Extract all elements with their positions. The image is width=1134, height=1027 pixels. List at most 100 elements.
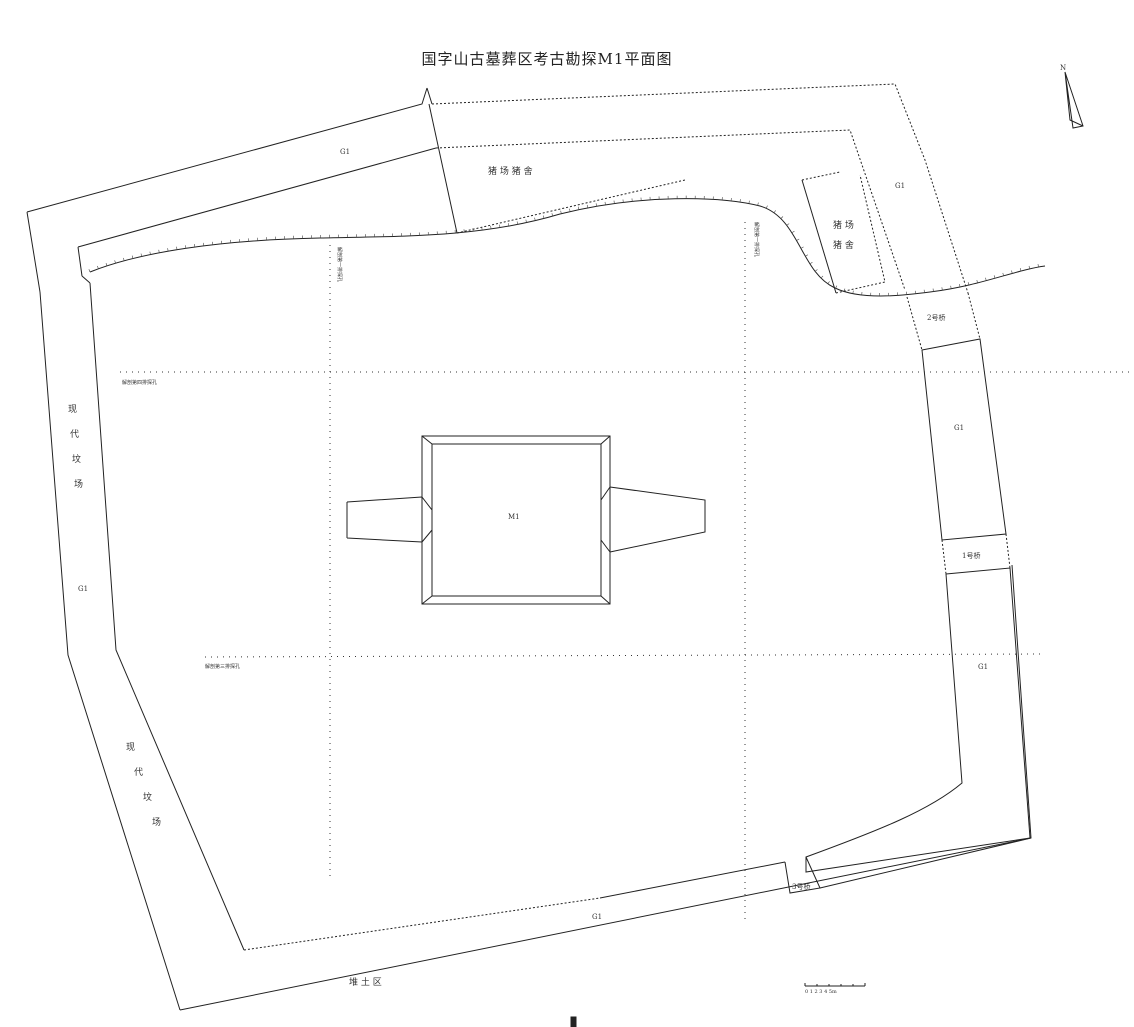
outer-boundary-dotted — [431, 83, 969, 294]
label-modern-grave-left-4: 场 — [74, 479, 83, 490]
road-hachure-tick — [843, 288, 846, 292]
outer-boundary — [26, 87, 1032, 1011]
label-pig-farm-2a: 猪 场 — [833, 219, 854, 231]
tomb-m1-inner — [431, 443, 602, 597]
road-hachure-tick — [595, 203, 597, 207]
road-hachure-tick — [805, 254, 809, 257]
road-hachure-tick — [985, 277, 987, 281]
road-hachure-tick — [158, 249, 160, 253]
road-hachure-tick — [97, 265, 99, 269]
compass-label: N — [1060, 64, 1066, 72]
road-hachure-tick — [516, 221, 518, 225]
label-fill-area: 堆 土 区 — [349, 976, 382, 988]
transect-horizontal-2 — [204, 653, 1041, 658]
road-hachure-tick — [88, 269, 91, 273]
bottom-ditch-line — [599, 837, 1032, 899]
label-modern-grave-lower-3: 坟 — [143, 791, 152, 803]
tomb-m1-corners — [421, 435, 611, 605]
road-hachure-tick — [1037, 264, 1039, 268]
road-hachure-tick — [1002, 272, 1004, 276]
label-modern-grave-lower-4: 场 — [152, 817, 161, 828]
road-hachure-tick — [814, 269, 818, 272]
road-hachure-tick — [578, 206, 580, 210]
road-hachure-tick — [748, 200, 750, 204]
road-hachure-tick — [167, 248, 169, 252]
road-hachure-tick — [149, 251, 151, 255]
road-hachure-tick — [773, 210, 776, 213]
pig-pen-1-dotted — [456, 179, 686, 234]
road-hachure-tick — [809, 262, 813, 265]
label-bridge-2: 2号桥 — [927, 313, 945, 322]
bottom-marker — [570, 1016, 577, 1027]
road-hachure-tick — [780, 216, 784, 219]
label-g1-right-top: G1 — [895, 182, 905, 190]
road-hachure-tick — [800, 246, 804, 249]
pig-pen-1 — [428, 103, 458, 234]
road-curve — [89, 198, 1046, 297]
road-hachure-tick — [786, 223, 790, 226]
road-hachure-tick — [757, 202, 759, 206]
label-transect-h2: 解剖第三排探孔 — [205, 663, 240, 670]
label-transect-v1: 解剖第一排探孔 — [336, 247, 343, 282]
g1-right-lower — [805, 567, 1031, 873]
west-ramp — [346, 496, 433, 543]
label-modern-grave-left-1: 现 — [68, 404, 77, 415]
inner-ditch-edge — [77, 147, 437, 951]
road-hachure-tick — [796, 238, 800, 241]
road-hachure-tick — [765, 205, 768, 209]
label-g1-left: G1 — [78, 585, 88, 593]
road-hachure-tick — [820, 275, 824, 279]
road-hachure-tick — [791, 230, 795, 234]
scale-bar-line — [804, 983, 866, 987]
scale-bar-label: 0 1 2 3 4 5m — [805, 989, 837, 995]
label-transect-h1: 解剖第四排探孔 — [122, 379, 157, 386]
road-hachure-tick — [123, 257, 125, 261]
road-hachure-tick — [551, 213, 553, 217]
road-hachure-tick — [967, 282, 970, 286]
road-hachure-tick — [827, 281, 830, 285]
label-pig-farm-1: 猪 场 猪 舍 — [488, 165, 533, 177]
label-bridge-1: 1号桥 — [962, 551, 980, 560]
bridge-3 — [784, 856, 821, 894]
label-modern-grave-left-2: 代 — [70, 429, 79, 440]
road-hachure-tick — [508, 223, 510, 227]
label-g1-bottom: G1 — [592, 913, 602, 921]
east-ramp — [600, 486, 706, 553]
road-hachure-tick — [525, 219, 527, 223]
road-hachure-tick — [105, 262, 108, 266]
label-modern-grave-lower-2: 代 — [134, 767, 143, 778]
pig-pen-2-dotted — [801, 171, 886, 294]
label-tomb-m1: M1 — [508, 513, 520, 521]
road-hachure-tick — [835, 285, 838, 289]
road-hachure-tick — [852, 290, 854, 294]
road-hachure-tick — [140, 253, 142, 257]
road-hachure-tick — [950, 285, 952, 289]
bridge-1-edges — [941, 533, 1011, 575]
road-hachure-tick — [542, 215, 545, 219]
road-hachure-tick — [976, 279, 978, 284]
label-modern-grave-lower-1: 现 — [126, 742, 135, 753]
map-title: 国字山古墓葬区考古勘探M1平面图 — [421, 50, 673, 68]
label-modern-grave-left-3: 坟 — [72, 453, 81, 465]
label-bridge-3: 3号桥 — [792, 882, 810, 891]
label-g1-top: G1 — [340, 148, 350, 156]
road-hachure-tick — [114, 260, 116, 264]
road-hachures — [88, 195, 1039, 296]
road-hachure-tick — [569, 208, 571, 212]
pig-pen-2 — [801, 179, 837, 294]
inner-ditch-dotted — [243, 129, 906, 951]
label-g1-right-low: G1 — [978, 663, 988, 671]
road-hachure-tick — [993, 275, 996, 279]
road-hachure-tick — [1028, 265, 1030, 269]
road-hachure-tick — [959, 284, 961, 288]
compass-arrow — [1064, 71, 1084, 129]
tomb-m1-outer — [421, 435, 611, 605]
label-transect-v2: 解剖第一排探孔 — [753, 222, 760, 257]
road-hachure-tick — [131, 255, 134, 259]
road-hachure-tick — [534, 217, 536, 221]
bridge-2-edges — [906, 292, 981, 351]
road-hachure-tick — [1011, 270, 1013, 274]
road-hachure-tick — [1019, 268, 1022, 272]
label-g1-right-mid: G1 — [954, 424, 964, 432]
